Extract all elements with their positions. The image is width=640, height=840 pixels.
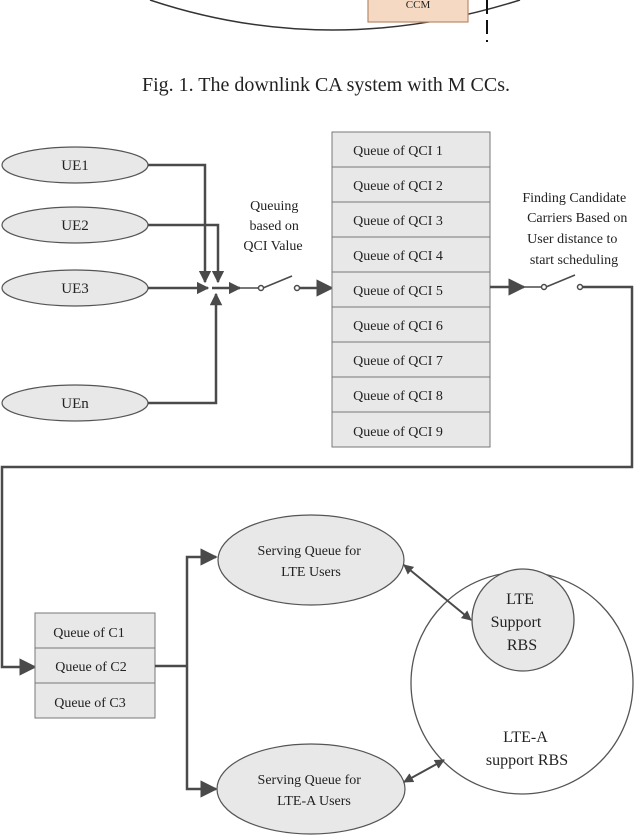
ue-label: UE1 xyxy=(61,158,89,174)
qci-queue-box xyxy=(331,341,491,378)
qci-queue-label: Queue of QCI 7 xyxy=(353,354,443,369)
carrier-queue-box xyxy=(34,647,156,684)
rbs-links xyxy=(403,564,472,783)
queuing-label: Queuing based on QCI Value xyxy=(243,199,302,254)
queuing-switch xyxy=(240,275,334,297)
serving-lte-label: Serving Queue for LTE Users xyxy=(258,544,365,580)
qci-queue-label: Queue of QCI 4 xyxy=(353,249,443,264)
qci-queue-label: Queue of QCI 8 xyxy=(353,389,443,404)
qci-queue-stack: Queue of QCI 1 Queue of QCI 2 Queue of Q… xyxy=(331,131,491,448)
qci-queue-box xyxy=(331,166,491,203)
serving-ltea-label: Serving Queue for LTE-A Users xyxy=(258,773,365,809)
qci-queue-label: Queue of QCI 1 xyxy=(353,144,443,159)
ue-connectors xyxy=(148,163,242,405)
serving-branch xyxy=(155,548,218,798)
qci-queue-box xyxy=(331,306,491,343)
ccm-label: CCM xyxy=(406,0,431,11)
qci-queue-label: Queue of QCI 6 xyxy=(353,319,443,334)
lte-rbs-circle xyxy=(471,568,575,672)
candidate-label: Finding Candidate Carriers Based on User… xyxy=(522,191,631,268)
serving-queue-ltea xyxy=(216,743,406,835)
qci-queue-box xyxy=(331,411,491,448)
qci-queue-label: Queue of QCI 5 xyxy=(353,284,443,299)
carrier-queue-box xyxy=(34,682,156,719)
ue-label: UE3 xyxy=(61,281,89,297)
carrier-queue-label: Queue of C1 xyxy=(53,626,125,641)
qci-queue-box xyxy=(331,376,491,413)
ue-group: UE1 UE2 UE3 UEn xyxy=(1,146,149,422)
carrier-queue-label: Queue of C3 xyxy=(54,696,126,711)
ccm-box xyxy=(367,0,469,23)
serving-queue-lte xyxy=(217,514,405,606)
carrier-queue-label: Queue of C2 xyxy=(55,660,127,675)
qci-queue-label: Queue of QCI 3 xyxy=(353,214,443,229)
ltea-rbs-label: LTE-A support RBS xyxy=(486,729,568,769)
ue-label: UEn xyxy=(61,396,89,412)
figure-caption: Fig. 1. The downlink CA system with M CC… xyxy=(142,74,510,96)
carrier-queue-stack: Queue of C1 Queue of C2 Queue of C3 xyxy=(34,612,156,719)
candidate-switch xyxy=(0,274,634,676)
qci-queue-label: Queue of QCI 2 xyxy=(353,179,443,194)
qci-queue-label: Queue of QCI 9 xyxy=(353,425,443,440)
ue-label: UE2 xyxy=(61,218,89,234)
top-figure-fragment: CCM xyxy=(149,0,521,42)
lte-rbs-label: LTE Support RBS xyxy=(491,591,546,654)
carrier-queue-box xyxy=(34,612,156,649)
qci-queue-box xyxy=(331,236,491,273)
